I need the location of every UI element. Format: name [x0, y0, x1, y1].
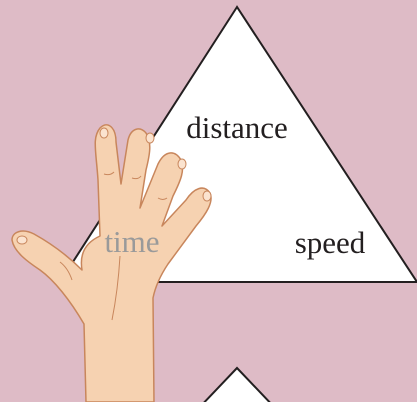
thumb-nail [17, 236, 27, 244]
speed-label: speed [295, 225, 366, 260]
middle-nail [146, 133, 154, 143]
distance-label: distance [186, 110, 288, 145]
index-nail [100, 128, 108, 138]
time-label: time [104, 224, 159, 259]
ring-nail [178, 159, 186, 169]
little-nail [203, 191, 211, 201]
